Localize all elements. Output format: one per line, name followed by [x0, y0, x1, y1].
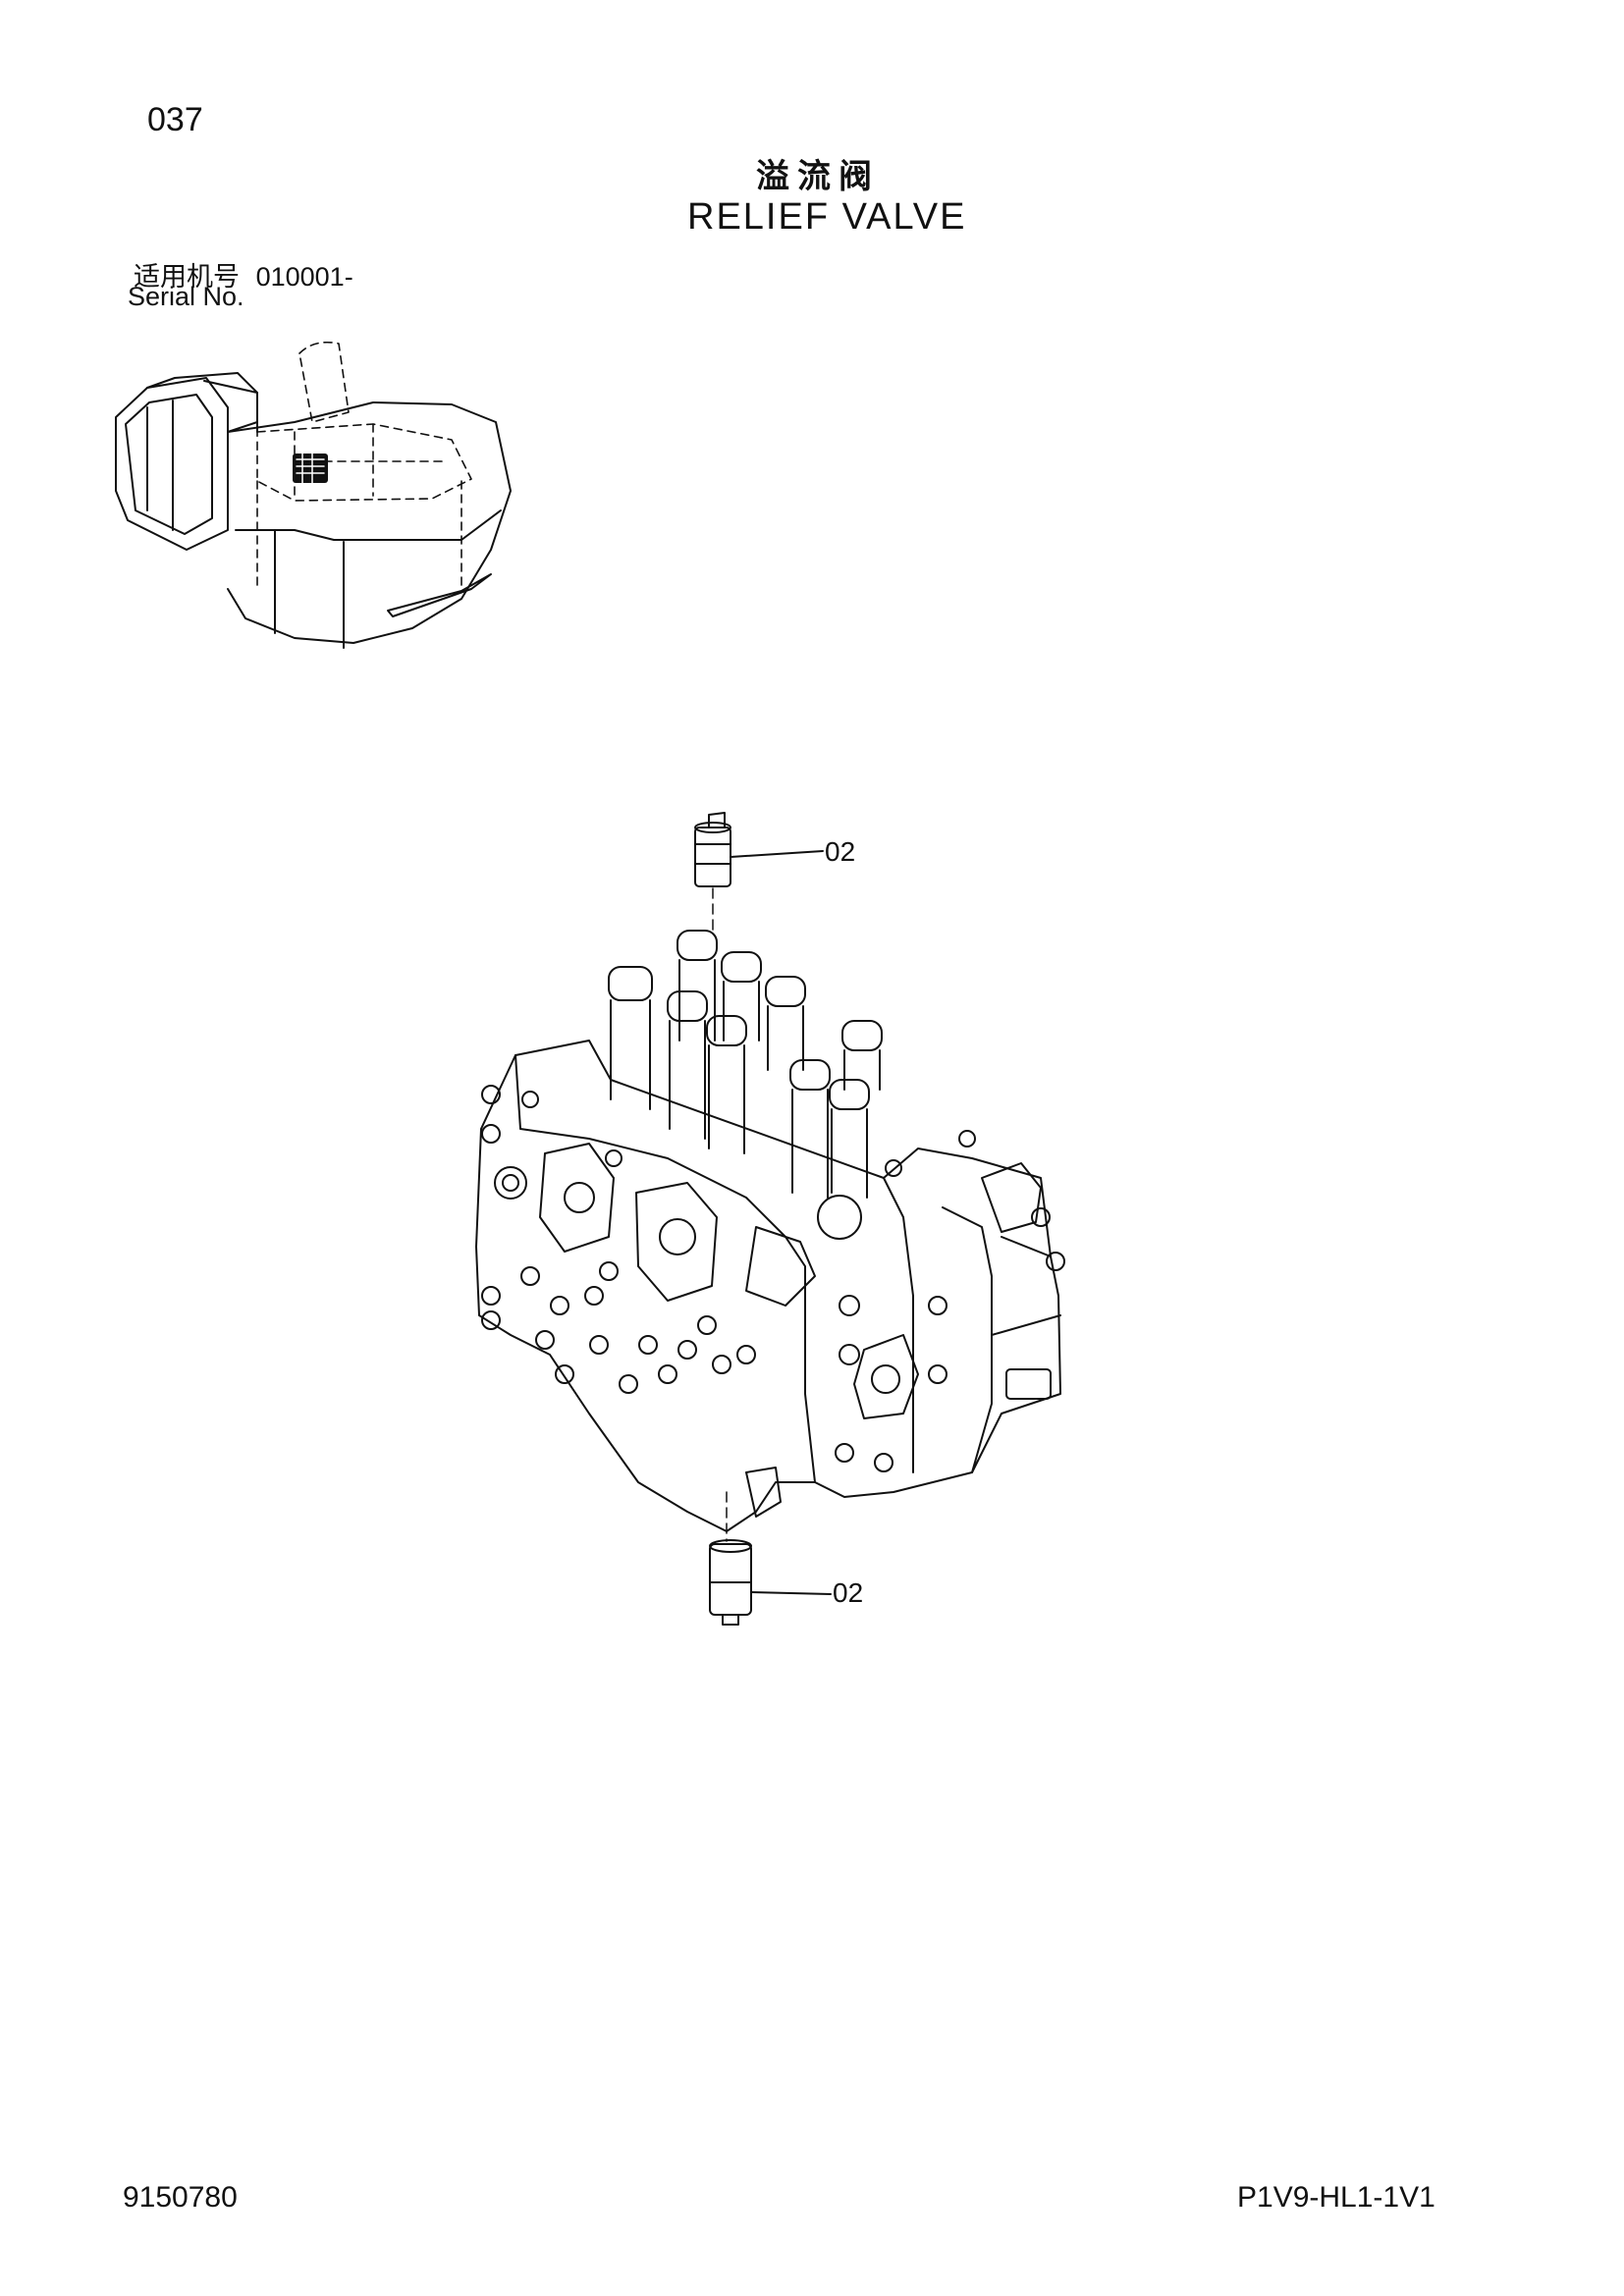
serial-line: 适用机号 010001-	[134, 255, 353, 294]
serial-label-chinese: 适用机号	[134, 262, 240, 293]
spool-cylinders	[610, 959, 881, 1199]
title-chinese: 溢流阀	[756, 157, 880, 196]
spool-caps	[608, 930, 883, 1110]
bolt-heads	[481, 1085, 1065, 1472]
callout-label-top: 02	[825, 836, 856, 867]
control-valve-assembly	[475, 930, 1065, 1532]
control-valve-location-marker	[293, 454, 328, 483]
leader-line-top	[730, 850, 824, 858]
leader-line-bottom	[750, 1591, 832, 1595]
relief-valve-bottom	[709, 1539, 752, 1626]
document-number: 9150780	[123, 2181, 238, 2214]
port-flanges	[494, 1143, 1052, 1419]
page-number: 037	[147, 101, 203, 138]
serial-label-english: Serial No.	[128, 282, 244, 311]
title-english: RELIEF VALVE	[687, 196, 967, 238]
callout-label-bottom: 02	[833, 1577, 864, 1608]
excavator-location-diagram	[115, 341, 512, 649]
relief-valve-top	[694, 812, 731, 887]
catalog-code: P1V9-HL1-1V1	[1237, 2181, 1435, 2214]
serial-start: 010001-	[255, 262, 353, 292]
